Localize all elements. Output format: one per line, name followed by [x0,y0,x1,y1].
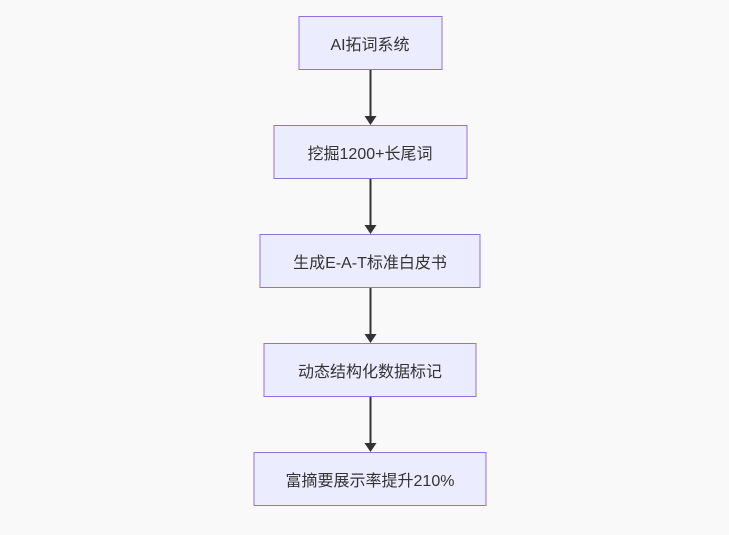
flow-arrow [363,288,377,343]
arrow-line [369,70,371,117]
flow-arrow [363,70,377,125]
node-label: 挖掘1200+长尾词 [307,146,433,163]
node-label: AI拓词系统 [330,37,410,54]
arrow-head-icon [364,225,376,234]
node-longtail-mining: 挖掘1200+长尾词 [273,125,467,179]
arrow-line [369,397,371,444]
node-label: 动态结构化数据标记 [297,364,442,381]
node-eat-whitepaper: 生成E-A-T标准白皮书 [259,234,481,288]
node-ai-keyword-system: AI拓词系统 [298,16,442,70]
arrow-line [369,179,371,226]
flow-arrow [363,397,377,452]
node-structured-data-markup: 动态结构化数据标记 [263,343,477,397]
arrow-head-icon [364,116,376,125]
node-label: 生成E-A-T标准白皮书 [293,255,447,272]
flow-arrow [363,179,377,234]
arrow-head-icon [364,334,376,343]
arrow-line [369,288,371,335]
node-rich-snippet-result: 富摘要展示率提升210% [253,452,487,506]
node-label: 富摘要展示率提升210% [285,473,455,490]
arrow-head-icon [364,443,376,452]
flowchart: AI拓词系统 挖掘1200+长尾词 生成E-A-T标准白皮书 动态结构化数据标记 [253,16,487,506]
